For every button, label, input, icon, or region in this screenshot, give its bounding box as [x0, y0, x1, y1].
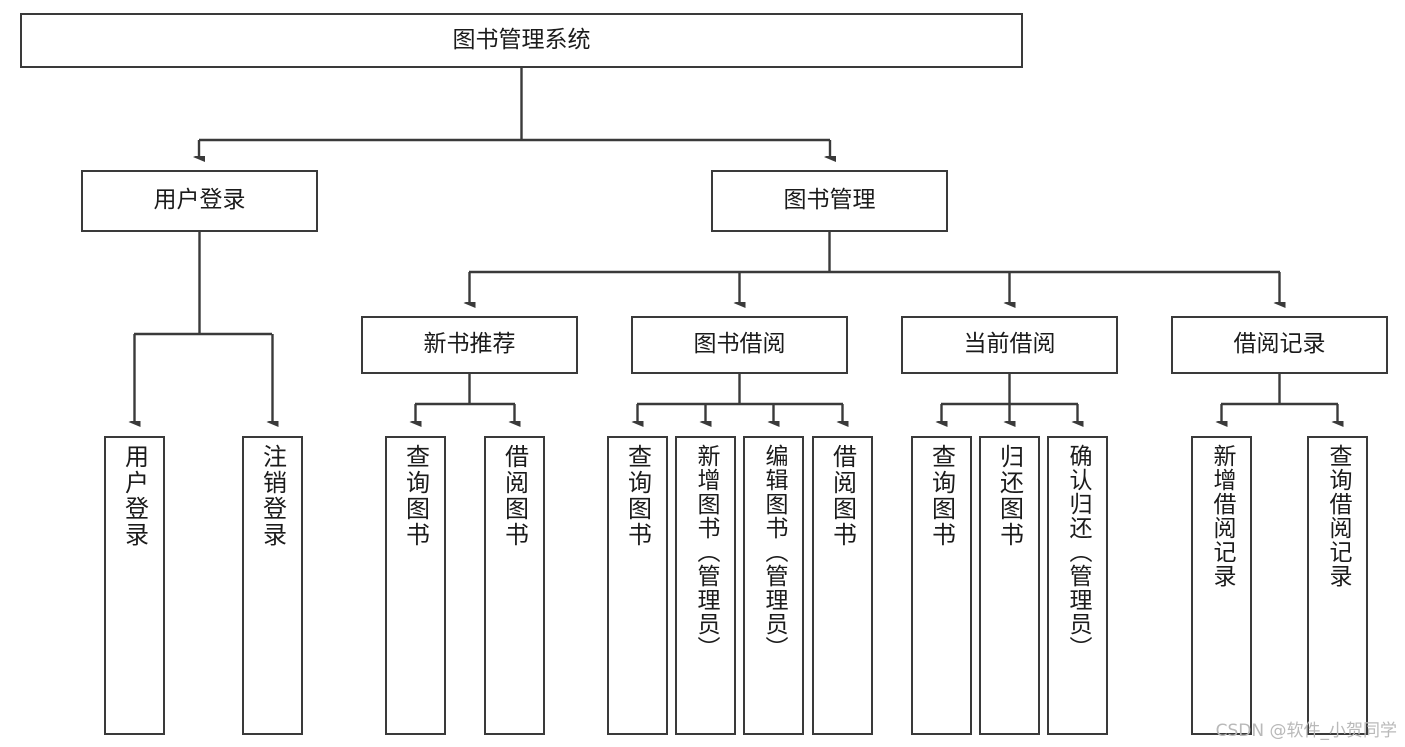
node-label: 注销登录: [258, 444, 287, 548]
node-label: 新增借阅记录: [1209, 444, 1235, 588]
node-label: 确认归还（管理员）: [1065, 444, 1091, 660]
node-label: 借阅记录: [1233, 331, 1326, 358]
node-book-management[interactable]: 图书管理: [711, 170, 948, 232]
node-label: 归还图书: [995, 444, 1024, 548]
node-label: 新书推荐: [423, 331, 516, 358]
node-label: 新增图书（管理员）: [693, 444, 719, 660]
node-label: 用户登录: [120, 444, 149, 548]
node-book-borrow[interactable]: 图书借阅: [631, 316, 848, 374]
node-root-book-management-system[interactable]: 图书管理系统: [20, 13, 1023, 68]
node-label: 图书管理: [783, 187, 876, 214]
leaf-query-book-borrow[interactable]: 查询图书: [607, 436, 668, 735]
node-label: 借阅图书: [500, 444, 529, 548]
leaf-add-book-admin[interactable]: 新增图书（管理员）: [675, 436, 736, 735]
node-label: 查询图书: [623, 444, 652, 548]
node-label: 借阅图书: [828, 444, 857, 548]
leaf-borrow-book-new-book[interactable]: 借阅图书: [484, 436, 545, 735]
leaf-confirm-return-admin[interactable]: 确认归还（管理员）: [1047, 436, 1108, 735]
leaf-return-book[interactable]: 归还图书: [979, 436, 1040, 735]
node-current-borrow[interactable]: 当前借阅: [901, 316, 1118, 374]
node-borrow-record[interactable]: 借阅记录: [1171, 316, 1388, 374]
leaf-user-login[interactable]: 用户登录: [104, 436, 165, 735]
node-label: 图书管理系统: [452, 26, 591, 53]
node-label: 查询图书: [927, 444, 956, 548]
leaf-query-book-new-book[interactable]: 查询图书: [385, 436, 446, 735]
node-label: 用户登录: [153, 187, 246, 214]
node-label: 查询借阅记录: [1325, 444, 1351, 588]
node-user-login[interactable]: 用户登录: [81, 170, 318, 232]
leaf-query-borrow-record[interactable]: 查询借阅记录: [1307, 436, 1368, 735]
leaf-add-borrow-record[interactable]: 新增借阅记录: [1191, 436, 1252, 735]
node-label: 当前借阅: [963, 331, 1056, 358]
node-label: 图书借阅: [693, 331, 786, 358]
node-new-book-recommend[interactable]: 新书推荐: [361, 316, 578, 374]
leaf-borrow-book-borrow[interactable]: 借阅图书: [812, 436, 873, 735]
node-label: 查询图书: [401, 444, 430, 548]
node-label: 编辑图书（管理员）: [761, 444, 787, 660]
leaf-edit-book-admin[interactable]: 编辑图书（管理员）: [743, 436, 804, 735]
leaf-query-book-current[interactable]: 查询图书: [911, 436, 972, 735]
leaf-logout-login[interactable]: 注销登录: [242, 436, 303, 735]
